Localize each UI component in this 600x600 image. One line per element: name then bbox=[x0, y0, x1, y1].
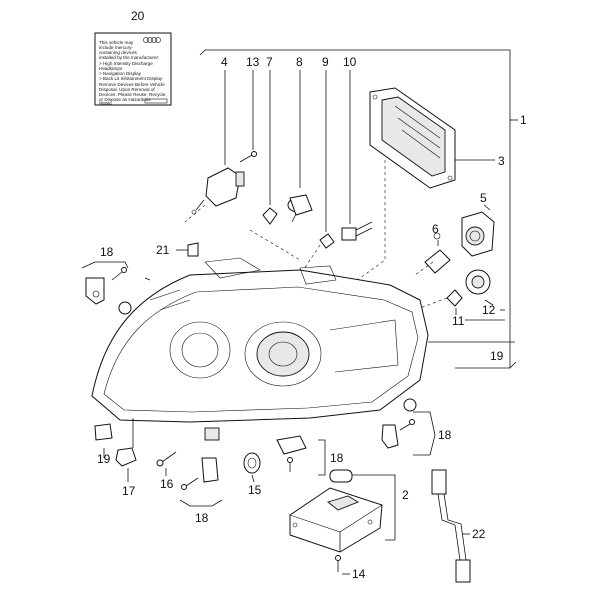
callout-18-mid: 18 bbox=[330, 451, 344, 465]
mount-bracket-18-bottom-left bbox=[181, 427, 220, 490]
bracket-1 bbox=[205, 49, 511, 369]
label-line-5: > High Intensity Discharge bbox=[99, 61, 153, 66]
callout-18-top-left: 18 bbox=[100, 245, 114, 259]
label-line-2: include mercury- bbox=[99, 45, 133, 50]
callout-18-bottom: 18 bbox=[195, 511, 209, 525]
label-line-13: Waste bbox=[99, 101, 112, 106]
callout-20: 20 bbox=[131, 9, 145, 23]
callout-11: 11 bbox=[452, 314, 465, 328]
callout-19-bottom: 19 bbox=[97, 452, 111, 466]
screw-14 bbox=[335, 555, 341, 572]
label-line-11: Devices: Please Reuse, Recycle, bbox=[99, 92, 167, 97]
xenon-bulb bbox=[424, 232, 451, 274]
audi-rings-logo bbox=[143, 37, 161, 43]
callout-5: 5 bbox=[480, 191, 487, 205]
label-line-9: Remove Devices Before Vehicle bbox=[99, 82, 165, 87]
wiring-harness bbox=[431, 469, 471, 583]
leveling-motor bbox=[191, 167, 245, 215]
mount-bracket-18-bottom-mid bbox=[276, 435, 307, 472]
bulb-7 bbox=[262, 207, 278, 225]
label-line-4: installed by the manufacturer: bbox=[99, 55, 159, 60]
bulb-8 bbox=[287, 194, 313, 223]
callout-16: 16 bbox=[160, 477, 174, 491]
mount-bracket-18-left bbox=[85, 267, 127, 305]
callout-9: 9 bbox=[322, 55, 329, 69]
callout-2: 2 bbox=[402, 488, 409, 502]
callout-10: 10 bbox=[343, 55, 357, 69]
callout-4: 4 bbox=[221, 55, 228, 69]
callout-21: 21 bbox=[156, 243, 170, 257]
callout-13: 13 bbox=[246, 55, 260, 69]
label-line-6: Headlamps bbox=[99, 66, 123, 71]
small-bulb-11 bbox=[446, 289, 463, 307]
socket-10 bbox=[341, 221, 373, 241]
bulb-socket-12 bbox=[465, 269, 491, 295]
bulb-holder-15 bbox=[243, 452, 261, 474]
label-line-8: > Back Lit Infotainment Display bbox=[99, 76, 163, 81]
warning-label-sticker: This vehicle may include mercury- contai… bbox=[94, 32, 172, 106]
callout-12: 12 bbox=[482, 303, 496, 317]
callout-14: 14 bbox=[352, 567, 366, 581]
headlamp-housing bbox=[91, 257, 429, 423]
ballast-cap bbox=[461, 211, 495, 257]
callout-7: 7 bbox=[266, 55, 273, 69]
callout-19-right: 19 bbox=[490, 349, 504, 363]
bracket-17 bbox=[115, 447, 137, 467]
callout-22: 22 bbox=[472, 527, 486, 541]
label-line-3: containing devices bbox=[99, 50, 137, 55]
screw-13 bbox=[239, 151, 257, 163]
callout-6: 6 bbox=[432, 222, 439, 236]
callout-1: 1 bbox=[520, 113, 527, 127]
ballast-control-unit bbox=[289, 469, 383, 553]
callout-18-right: 18 bbox=[438, 428, 452, 442]
callout-15: 15 bbox=[248, 483, 262, 497]
label-line-7: > Navigation Display bbox=[99, 71, 142, 76]
label-line-1: This vehicle may bbox=[99, 40, 134, 45]
callout-3: 3 bbox=[498, 154, 505, 168]
cap-19 bbox=[94, 423, 113, 441]
housing-cover bbox=[369, 87, 456, 189]
label-line-12: or Dispose as Hazardous bbox=[99, 97, 151, 102]
mount-bracket-18-right bbox=[381, 419, 415, 449]
plug-21 bbox=[176, 242, 199, 257]
callout-8: 8 bbox=[296, 55, 303, 69]
screw-16 bbox=[156, 451, 177, 467]
label-line-10: Disposal. Upon Removal of bbox=[99, 87, 155, 92]
bulb-9 bbox=[319, 233, 335, 249]
callout-17: 17 bbox=[122, 484, 136, 498]
